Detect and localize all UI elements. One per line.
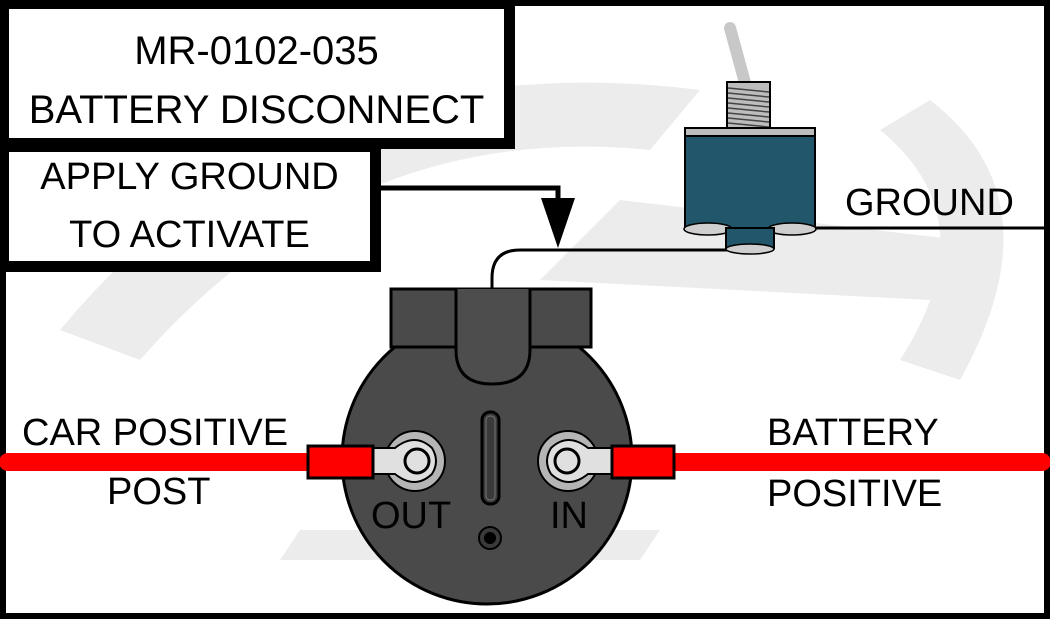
title-box: MR-0102-035 BATTERY DISCONNECT bbox=[3, 3, 515, 149]
product-name: BATTERY DISCONNECT bbox=[28, 88, 485, 132]
ground-label: GROUND bbox=[845, 182, 1014, 224]
arrow-line bbox=[378, 185, 561, 205]
instruction-line1: APPLY GROUND bbox=[40, 156, 339, 198]
out-terminal bbox=[306, 430, 446, 492]
part-number: MR-0102-035 bbox=[134, 29, 379, 73]
trigger-wire bbox=[490, 248, 740, 292]
battery-disconnect-solenoid bbox=[340, 287, 634, 606]
instruction-box: APPLY GROUND TO ACTIVATE bbox=[3, 148, 381, 272]
battery-positive-label-line1: BATTERY bbox=[767, 412, 939, 454]
car-positive-label-line1: CAR POSITIVE bbox=[22, 412, 289, 454]
in-terminal bbox=[537, 430, 676, 492]
out-terminal-label: OUT bbox=[371, 495, 452, 537]
in-terminal-label: IN bbox=[550, 495, 588, 537]
toggle-switch-icon bbox=[683, 22, 817, 255]
battery-positive-label-line2: POSITIVE bbox=[767, 473, 943, 515]
instruction-line2: TO ACTIVATE bbox=[69, 214, 310, 256]
car-positive-label-line2: POST bbox=[107, 471, 211, 513]
arrow-head-icon bbox=[541, 198, 575, 248]
